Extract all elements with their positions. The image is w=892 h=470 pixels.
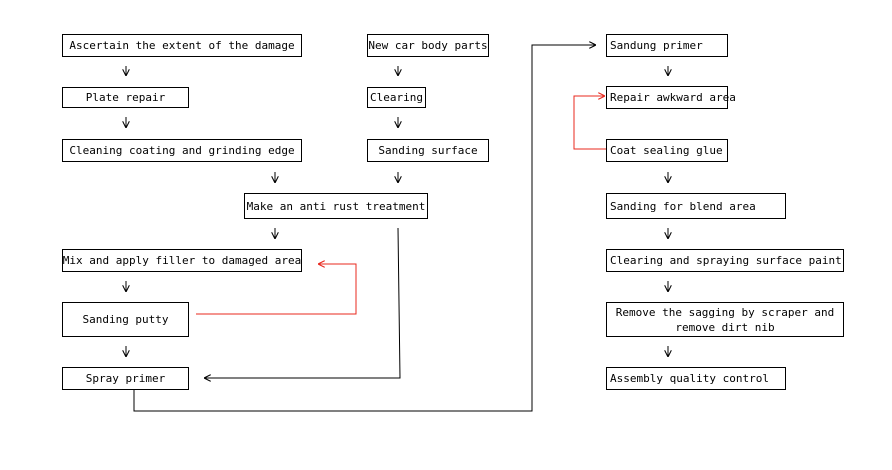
step-sandung-primer: Sandung primer bbox=[606, 34, 728, 57]
feedback-coat-sealing-to-repair-awkward bbox=[573, 96, 606, 150]
step-label: Clearing and spraying surface paint bbox=[610, 254, 842, 267]
step-label: New car body parts bbox=[368, 39, 488, 52]
step-sanding-blend-area: Sanding for blend area bbox=[606, 193, 786, 219]
step-sanding-putty: Sanding putty bbox=[62, 302, 189, 337]
step-clearing-spraying-paint: Clearing and spraying surface paint bbox=[606, 249, 844, 272]
step-label: Clearing bbox=[370, 91, 423, 104]
step-label: Cleaning coating and grinding edge bbox=[69, 144, 295, 157]
step-label: Sanding putty bbox=[82, 313, 169, 326]
step-mix-apply-filler: Mix and apply filler to damaged area bbox=[62, 249, 302, 272]
step-anti-rust-treatment: Make an anti rust treatment bbox=[244, 193, 428, 219]
connector-anti-rust-to-spray-primer bbox=[204, 227, 401, 378]
step-label: Make an anti rust treatment bbox=[246, 199, 426, 213]
step-new-car-body-parts: New car body parts bbox=[367, 34, 489, 57]
step-assembly-quality-control: Assembly quality control bbox=[606, 367, 786, 390]
connector-spray-primer-to-sandung-primer bbox=[133, 45, 596, 412]
step-label: Spray primer bbox=[85, 372, 166, 385]
step-spray-primer: Spray primer bbox=[62, 367, 189, 390]
step-label: Repair awkward area bbox=[610, 91, 736, 104]
step-label: Remove the sagging by scraper and remove… bbox=[615, 305, 835, 334]
step-repair-awkward-area: Repair awkward area bbox=[606, 86, 736, 109]
step-remove-sagging: Remove the sagging by scraper and remove… bbox=[606, 302, 844, 337]
step-plate-repair: Plate repair bbox=[62, 87, 189, 108]
step-label: Ascertain the extent of the damage bbox=[69, 39, 295, 52]
feedback-sanding-putty-to-mix-filler bbox=[196, 264, 357, 315]
step-coat-sealing-glue: Coat sealing glue bbox=[606, 139, 728, 162]
step-label: Sanding surface bbox=[378, 144, 478, 157]
step-label: Assembly quality control bbox=[610, 372, 769, 385]
step-label: Coat sealing glue bbox=[610, 144, 723, 157]
step-sanding-surface: Sanding surface bbox=[367, 139, 489, 162]
step-label: Sanding for blend area bbox=[610, 199, 756, 213]
step-label: Mix and apply filler to damaged area bbox=[62, 254, 302, 267]
step-ascertain-damage: Ascertain the extent of the damage bbox=[62, 34, 302, 57]
step-label: Plate repair bbox=[85, 91, 166, 104]
step-clearing: Clearing bbox=[367, 87, 426, 108]
step-cleaning-coating: Cleaning coating and grinding edge bbox=[62, 139, 302, 162]
step-label: Sandung primer bbox=[610, 39, 703, 52]
